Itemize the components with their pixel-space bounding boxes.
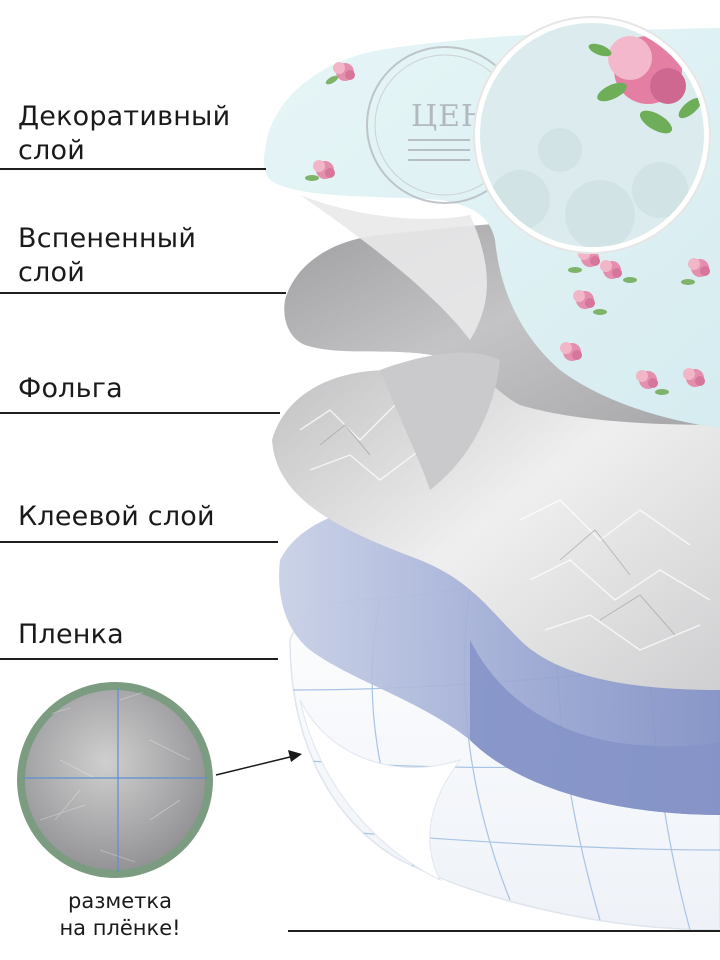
foam-fold — [380, 352, 500, 490]
divider-foamed — [0, 292, 286, 294]
label-foil-layer: Фольга — [18, 373, 123, 404]
divider-foil — [0, 412, 280, 414]
divider-decorative — [0, 168, 266, 170]
foil-texture — [299, 404, 711, 651]
label-film-layer: Пленка — [18, 619, 124, 650]
label-adhesive-layer: Клеевой слой — [18, 501, 215, 532]
film-marking-note-line2: на плёнке! — [59, 916, 181, 940]
film-fold — [299, 699, 462, 882]
zoom-leaf-icon — [588, 43, 702, 134]
film-marking-note: разметка на плёнке! — [30, 888, 210, 942]
film-marking-badge — [17, 682, 213, 878]
divider-bottom — [288, 930, 720, 932]
arrow-icon — [215, 750, 302, 776]
film-marking-note-line1: разметка — [68, 889, 172, 913]
decor-zoom-circle — [473, 16, 711, 254]
divider-adhesive — [0, 541, 278, 543]
decor-back-curl — [300, 195, 487, 340]
foil-layer — [272, 340, 720, 690]
label-decorative-layer: Декоративный слой — [18, 101, 231, 166]
divider-film — [0, 658, 278, 660]
adhesive-fold — [470, 640, 720, 815]
label-foamed-layer: Вспененный слой — [18, 223, 197, 288]
